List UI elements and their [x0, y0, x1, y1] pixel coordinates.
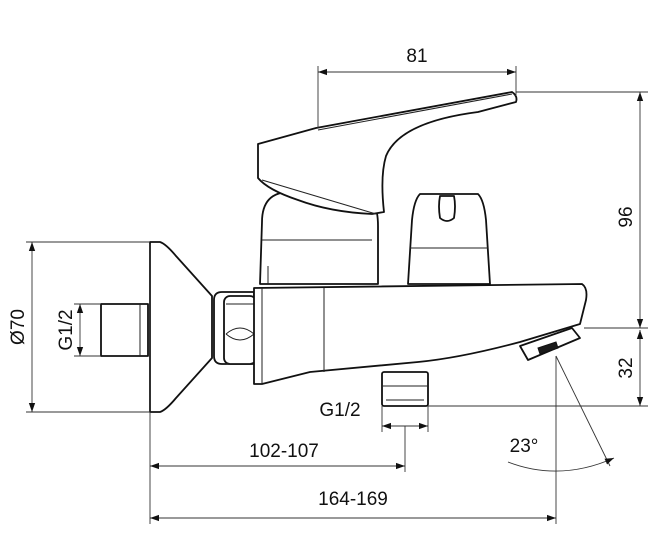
dim-164-label: 164-169 — [318, 489, 388, 510]
angle-slant — [555, 355, 611, 467]
dim-81-label: 81 — [406, 46, 427, 67]
dim-102-label: 102-107 — [249, 441, 319, 462]
diverter-knob — [407, 193, 491, 285]
dim-70-label: Ø70 — [8, 309, 29, 345]
dim-g12-inlet-label: G1/2 — [56, 309, 77, 350]
nut-body — [223, 295, 257, 365]
shower-outlet — [381, 371, 429, 407]
nut-curve-bottom — [225, 333, 255, 341]
lever-top-line — [317, 93, 513, 131]
inlet-thread-stub — [100, 303, 149, 357]
lever-handle — [257, 91, 518, 215]
nut-curve-top — [225, 327, 255, 335]
lever-lower-line — [261, 179, 377, 215]
dim-96-label: 96 — [616, 206, 637, 227]
aerator-slot — [537, 341, 559, 355]
dim-32-label: 32 — [616, 357, 637, 378]
angle-arc — [507, 457, 615, 472]
spout-body — [253, 283, 588, 385]
knob-notch — [438, 195, 456, 222]
dim-angle-label: 23° — [510, 436, 539, 457]
dim-g12-outlet-label: G1/2 — [319, 400, 360, 421]
dimension-lines: 81 96 32 Ø70 G1/2 G1/2 23° 102 — [8, 46, 648, 524]
wall-rosette — [149, 241, 213, 413]
faucet-drawing — [100, 91, 588, 413]
